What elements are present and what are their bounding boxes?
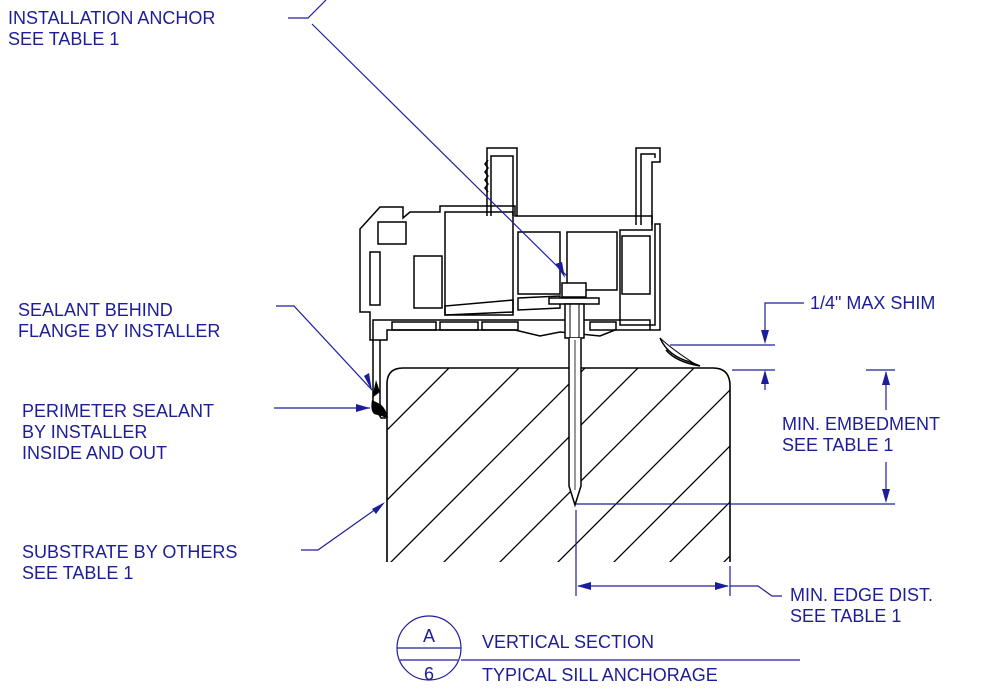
section-title: VERTICAL SECTION [482, 632, 655, 652]
dimension-arrowheads [356, 262, 890, 590]
max-shim-label: 1/4" MAX SHIM [810, 293, 936, 313]
section-subtitle: TYPICAL SILL ANCHORAGE [482, 665, 718, 685]
min-embedment-label: MIN. EMBEDMENT SEE TABLE 1 [782, 414, 941, 455]
sill-frame-profile [359, 147, 701, 419]
leader-lines [274, 0, 895, 681]
sealant-behind-flange-label: SEALANT BEHIND FLANGE BY INSTALLER [18, 300, 221, 341]
installation-anchor-label: INSTALLATION ANCHOR SEE TABLE 1 [8, 8, 216, 49]
substrate-label: SUBSTRATE BY OTHERS SEE TABLE 1 [22, 542, 238, 583]
min-edge-dist-label: MIN. EDGE DIST. SEE TABLE 1 [790, 585, 934, 626]
section-sheet-number: 6 [423, 664, 434, 684]
section-detail-number: A [422, 626, 435, 646]
substrate-block [386, 367, 731, 562]
perimeter-sealant-label: PERIMETER SEALANT BY INSTALLER INSIDE AN… [22, 401, 215, 463]
installation-anchor-screw [548, 282, 600, 508]
perimeter-sealant-bead [371, 380, 388, 418]
